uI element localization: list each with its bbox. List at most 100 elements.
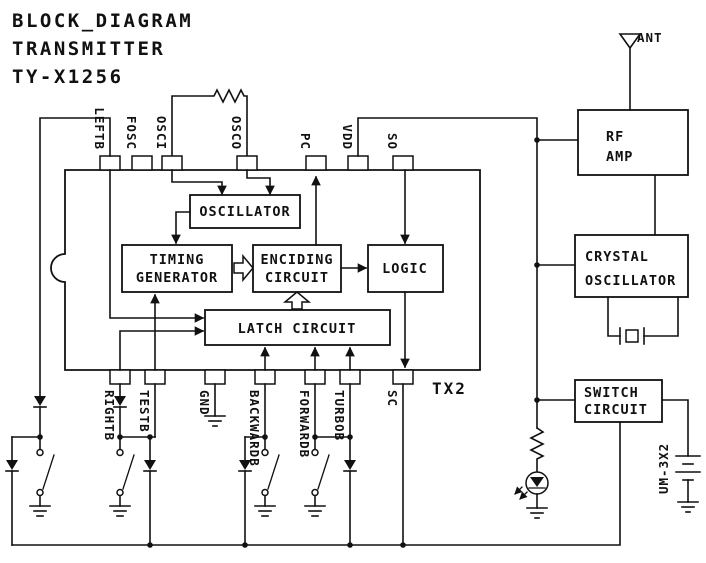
junction-dot	[262, 434, 268, 440]
pin-so	[392, 155, 414, 171]
diagram-title: BLOCK_DIAGRAM	[12, 10, 193, 32]
crystal-lead-wire	[643, 296, 679, 337]
pin-label-rightb: RIGHTB	[102, 390, 117, 441]
ic-internal-wires	[109, 169, 410, 371]
crystal-oscillator-label-2: OSCILLATOR	[585, 273, 676, 289]
crystal-body	[625, 329, 639, 343]
battery-icon	[675, 455, 701, 481]
crystal-oscillator-box	[574, 234, 689, 298]
pin-label-gnd: GND	[197, 390, 212, 416]
crystal-oscillator-label-1: CRYSTAL	[585, 249, 649, 265]
switch-contact	[116, 448, 124, 457]
battery-lead-wire	[661, 399, 689, 457]
switch-circuit-block: SWITCH CIRCUIT	[574, 379, 663, 423]
timing-generator-label-1: TIMING	[150, 252, 205, 268]
crystal-oscillator-block: CRYSTAL OSCILLATOR	[574, 234, 689, 345]
switch-lever	[267, 454, 280, 490]
pin-forwardb	[304, 369, 326, 385]
pin-label-vdd: VDD	[340, 124, 355, 150]
led-triangle	[530, 477, 544, 487]
led-emission-arrow	[519, 491, 528, 500]
pin-testb	[144, 369, 166, 385]
ic-internal-blocks: OSCILLATOR TIMING GENERATOR ENCIDING CIR…	[121, 194, 444, 346]
switch-contact	[261, 448, 269, 457]
pin-backwardb	[254, 369, 276, 385]
crystal-icon	[619, 327, 645, 345]
pin-label-leftb: LEFTB	[92, 107, 107, 150]
diode-triangle	[34, 396, 46, 406]
antenna: ANT	[618, 30, 663, 111]
encoding-circuit-label-1: ENCIDING	[260, 252, 333, 268]
logic-label: LOGIC	[382, 261, 428, 277]
junction-dot	[37, 434, 43, 440]
pin-leftb	[99, 155, 121, 171]
switch-contact	[36, 448, 44, 457]
switch-contact	[311, 488, 319, 497]
junction-dot	[400, 542, 406, 548]
diagram-model: TY-X1256	[12, 66, 124, 88]
junction-dot	[147, 434, 153, 440]
switch-circuit-box	[574, 379, 663, 423]
crystal-lead-wire	[607, 296, 621, 337]
rightb-to-latch-wire	[119, 326, 205, 371]
pin-label-sc: SC	[385, 390, 400, 407]
latch-circuit-block	[204, 309, 391, 346]
rf-amp-block: RF AMP	[577, 109, 689, 176]
led-emission-arrow	[514, 486, 523, 495]
key-matrix	[5, 117, 621, 548]
led-indicator	[514, 426, 549, 519]
rf-amp-label-2: AMP	[606, 149, 633, 165]
timing-generator-block	[121, 244, 233, 293]
junction-dot	[147, 542, 153, 548]
ic-name-label: TX2	[432, 379, 467, 398]
logic-block	[367, 244, 444, 293]
pin-gnd	[204, 369, 226, 385]
switch-contact	[311, 448, 319, 457]
switch-contact	[261, 488, 269, 497]
oscillator-label: OSCILLATOR	[199, 204, 290, 220]
oscillator-block	[189, 194, 301, 229]
diode-triangle	[114, 396, 126, 406]
switch-contact	[36, 488, 44, 497]
leftb-external-wire	[39, 117, 111, 397]
antenna-label: ANT	[637, 30, 663, 45]
switch-icon	[109, 436, 135, 517]
title-block: BLOCK_DIAGRAM TRANSMITTER TY-X1256	[12, 10, 193, 88]
pin-label-backwardb: BACKWARDB	[247, 390, 262, 467]
pin-label-osci: OSCI	[154, 116, 169, 150]
rf-amp-box	[577, 109, 689, 176]
switch-contact	[116, 488, 124, 497]
junction-dot	[534, 137, 540, 143]
switch-lever	[317, 454, 330, 490]
diode-icon	[5, 460, 19, 472]
pin-label-fosc: FOSC	[124, 116, 139, 150]
diode-triangle	[239, 460, 251, 470]
switch-circuit-label-2: CIRCUIT	[584, 402, 648, 418]
ic-bottom-pins: RIGHTB TESTB GND BACKWARDB FORWARDB TURB…	[102, 369, 414, 467]
leftb-to-latch-wire	[109, 169, 205, 323]
pin-label-osco: OSCO	[229, 116, 244, 150]
osc-resistor-icon	[171, 88, 248, 157]
switch-icon	[29, 436, 55, 517]
junction-dot	[117, 434, 123, 440]
junction-dot	[347, 434, 353, 440]
switch-lever	[42, 454, 55, 490]
battery: UM-3X2	[656, 399, 701, 513]
diode-triangle	[144, 460, 156, 470]
ic-top-pins: LEFTB FOSC OSCI OSCO PC VDD SO	[92, 107, 414, 171]
antenna-icon	[618, 33, 642, 50]
ground-icon	[526, 507, 548, 519]
junction-dot	[534, 397, 540, 403]
pin-turbob	[339, 369, 361, 385]
battery-label: UM-3X2	[656, 443, 671, 494]
pin-label-testb: TESTB	[137, 390, 152, 433]
pin-osci	[161, 155, 183, 171]
pin-fosc	[131, 155, 153, 171]
led-icon	[514, 471, 549, 500]
vdd-rail-wire	[357, 117, 538, 429]
rf-amp-label-1: RF	[606, 129, 624, 145]
diode-triangle	[6, 460, 18, 470]
encoding-circuit-label-2: CIRCUIT	[265, 270, 329, 286]
latch-to-encoding-arrow-icon	[282, 291, 312, 310]
